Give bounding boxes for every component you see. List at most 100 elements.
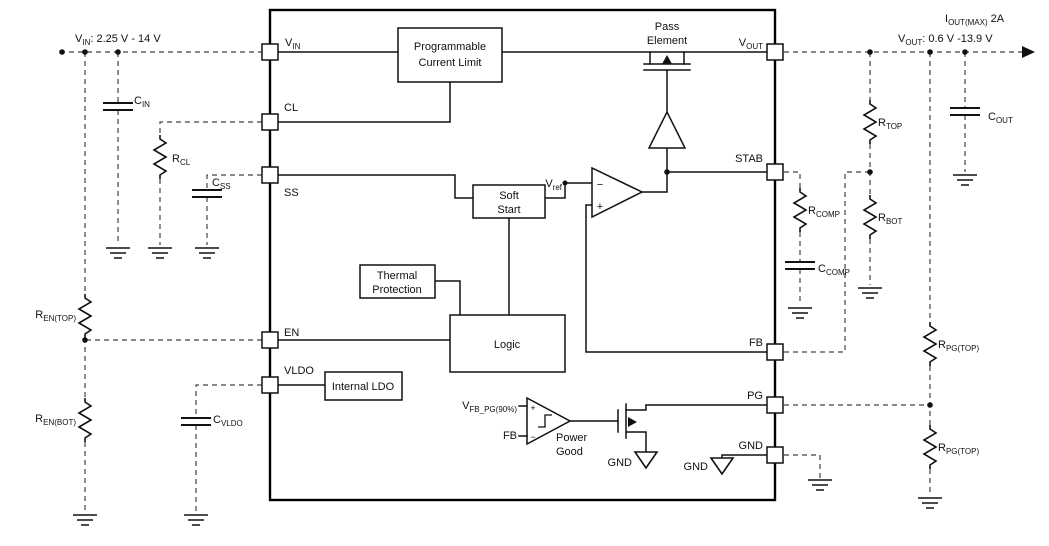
- amp-minus-sign: −: [597, 179, 603, 191]
- logic-label: Logic: [494, 339, 521, 351]
- block-soft-start: [472, 184, 546, 219]
- pg-plus-sign: +: [530, 403, 535, 413]
- junction-dot: [927, 49, 933, 55]
- ground-rcl: [147, 247, 173, 259]
- pin-vin-label: VIN: [285, 37, 301, 51]
- ground-gnd-pin: [807, 479, 833, 491]
- ground-cout: [952, 174, 978, 186]
- internal-ldo-label: Internal LDO: [332, 381, 395, 393]
- pin-pg-label: PG: [747, 390, 763, 402]
- resistor-rcomp: [793, 187, 807, 233]
- iout-arrow-icon: [1022, 46, 1035, 58]
- junction-dot: [59, 49, 65, 55]
- pin-vout-label: VOUT: [739, 37, 763, 51]
- wire-pg-int: [625, 404, 768, 411]
- ren-bot-label: REN(BOT): [35, 413, 76, 427]
- wire-stab-comp-network: [775, 171, 801, 305]
- junction-dot: [927, 402, 933, 408]
- pin-cl: [261, 113, 279, 131]
- pin-gnd-label: GND: [739, 440, 764, 452]
- gnd-internal-label-1: GND: [608, 457, 633, 469]
- ground-cin: [105, 247, 131, 259]
- junction-dot: [115, 49, 121, 55]
- block-thermal-protection: [359, 264, 436, 299]
- junction-dot: [664, 169, 670, 175]
- cvldo-label: CVLDO: [213, 414, 243, 428]
- capacitor-css: [191, 189, 223, 198]
- thermal-label-2: Protection: [372, 284, 422, 296]
- error-amp: [591, 166, 644, 219]
- wire-en-divider: [84, 52, 262, 512]
- wire-pg-fet-source: [625, 431, 647, 453]
- pin-fb: [766, 343, 784, 361]
- cin-label: CIN: [134, 95, 150, 109]
- amp-plus-sign: +: [597, 201, 603, 213]
- pin-vout: [766, 43, 784, 61]
- resistor-rbot: [863, 194, 877, 240]
- pin-en: [261, 331, 279, 349]
- pin-vldo: [261, 376, 279, 394]
- current-limit-label-1: Programmable: [414, 41, 486, 53]
- ground-ren: [72, 514, 98, 526]
- wire-cvldo-branch: [195, 384, 262, 512]
- junction-dot: [82, 49, 88, 55]
- ic-outline: [268, 8, 777, 502]
- pass-fet-stubs: [649, 51, 685, 65]
- junction-dot: [962, 49, 968, 55]
- resistor-rcl: [153, 134, 167, 180]
- junction-dot: [867, 169, 873, 175]
- wire-gnd-int: [721, 454, 768, 459]
- ground-ccomp: [787, 307, 813, 319]
- resistor-ren-bot: [78, 397, 92, 443]
- pin-ss: [261, 166, 279, 184]
- power-good-label-2: Good: [556, 446, 583, 458]
- wire-cl-int: [277, 81, 451, 123]
- junction-dot: [867, 49, 873, 55]
- junction-dot: [562, 180, 568, 186]
- wire-css-branch: [206, 174, 262, 245]
- power-good-label-1: Power: [556, 432, 588, 444]
- vout-rail-label: VOUT: 0.6 V -13.9 V: [898, 33, 993, 47]
- ren-top-label: REN(TOP): [35, 309, 76, 323]
- rcomp-label: RCOMP: [808, 205, 840, 219]
- cout-label: COUT: [988, 111, 1013, 125]
- pin-pg: [766, 396, 784, 414]
- block-logic: [449, 314, 566, 373]
- pin-fb-label: FB: [749, 337, 763, 349]
- ground-internal-1: [634, 451, 658, 469]
- rpg-top-label: RPG(TOP): [938, 339, 979, 353]
- wire-amp-output: [641, 147, 668, 193]
- capacitor-cvldo: [180, 417, 212, 426]
- wire-gnd-ext: [775, 454, 821, 480]
- rpg-bot-label: RPG(TOP): [938, 442, 979, 456]
- junction-dot: [82, 337, 88, 343]
- wire-rcl-branch: [159, 121, 262, 245]
- pin-ss-label: SS: [284, 187, 299, 199]
- pin-vin: [261, 43, 279, 61]
- block-current-limit: [397, 27, 503, 83]
- pass-element-label-2: Element: [647, 35, 687, 47]
- current-limit-label-2: Current Limit: [419, 57, 482, 69]
- rbot-label: RBOT: [878, 212, 903, 226]
- hysteresis-icon: [538, 414, 552, 428]
- wire-ss-int: [277, 174, 474, 199]
- wire-softstart-ref: [544, 182, 566, 199]
- capacitor-cout: [949, 107, 981, 116]
- block-internal-ldo: [324, 371, 403, 401]
- resistor-rpg-top: [923, 321, 937, 367]
- pg-minus-sign: −: [530, 432, 535, 442]
- capacitor-cin: [102, 102, 134, 111]
- gnd-internal-label-2: GND: [684, 461, 709, 473]
- ground-internal-2: [710, 457, 734, 475]
- vfb-pg-label: VFB_PG(90%): [462, 400, 517, 414]
- pass-element-label-1: Pass: [655, 21, 680, 33]
- resistor-ren-top: [78, 293, 92, 339]
- wire-fb-int: [585, 204, 768, 353]
- pg-comp-input-stubs: [518, 405, 528, 437]
- rcl-label: RCL: [172, 153, 191, 167]
- pass-fet-arrow-icon: [662, 55, 672, 64]
- pin-gnd: [766, 446, 784, 464]
- pin-stab-label: STAB: [735, 153, 763, 165]
- resistor-rpg-bot: [923, 424, 937, 470]
